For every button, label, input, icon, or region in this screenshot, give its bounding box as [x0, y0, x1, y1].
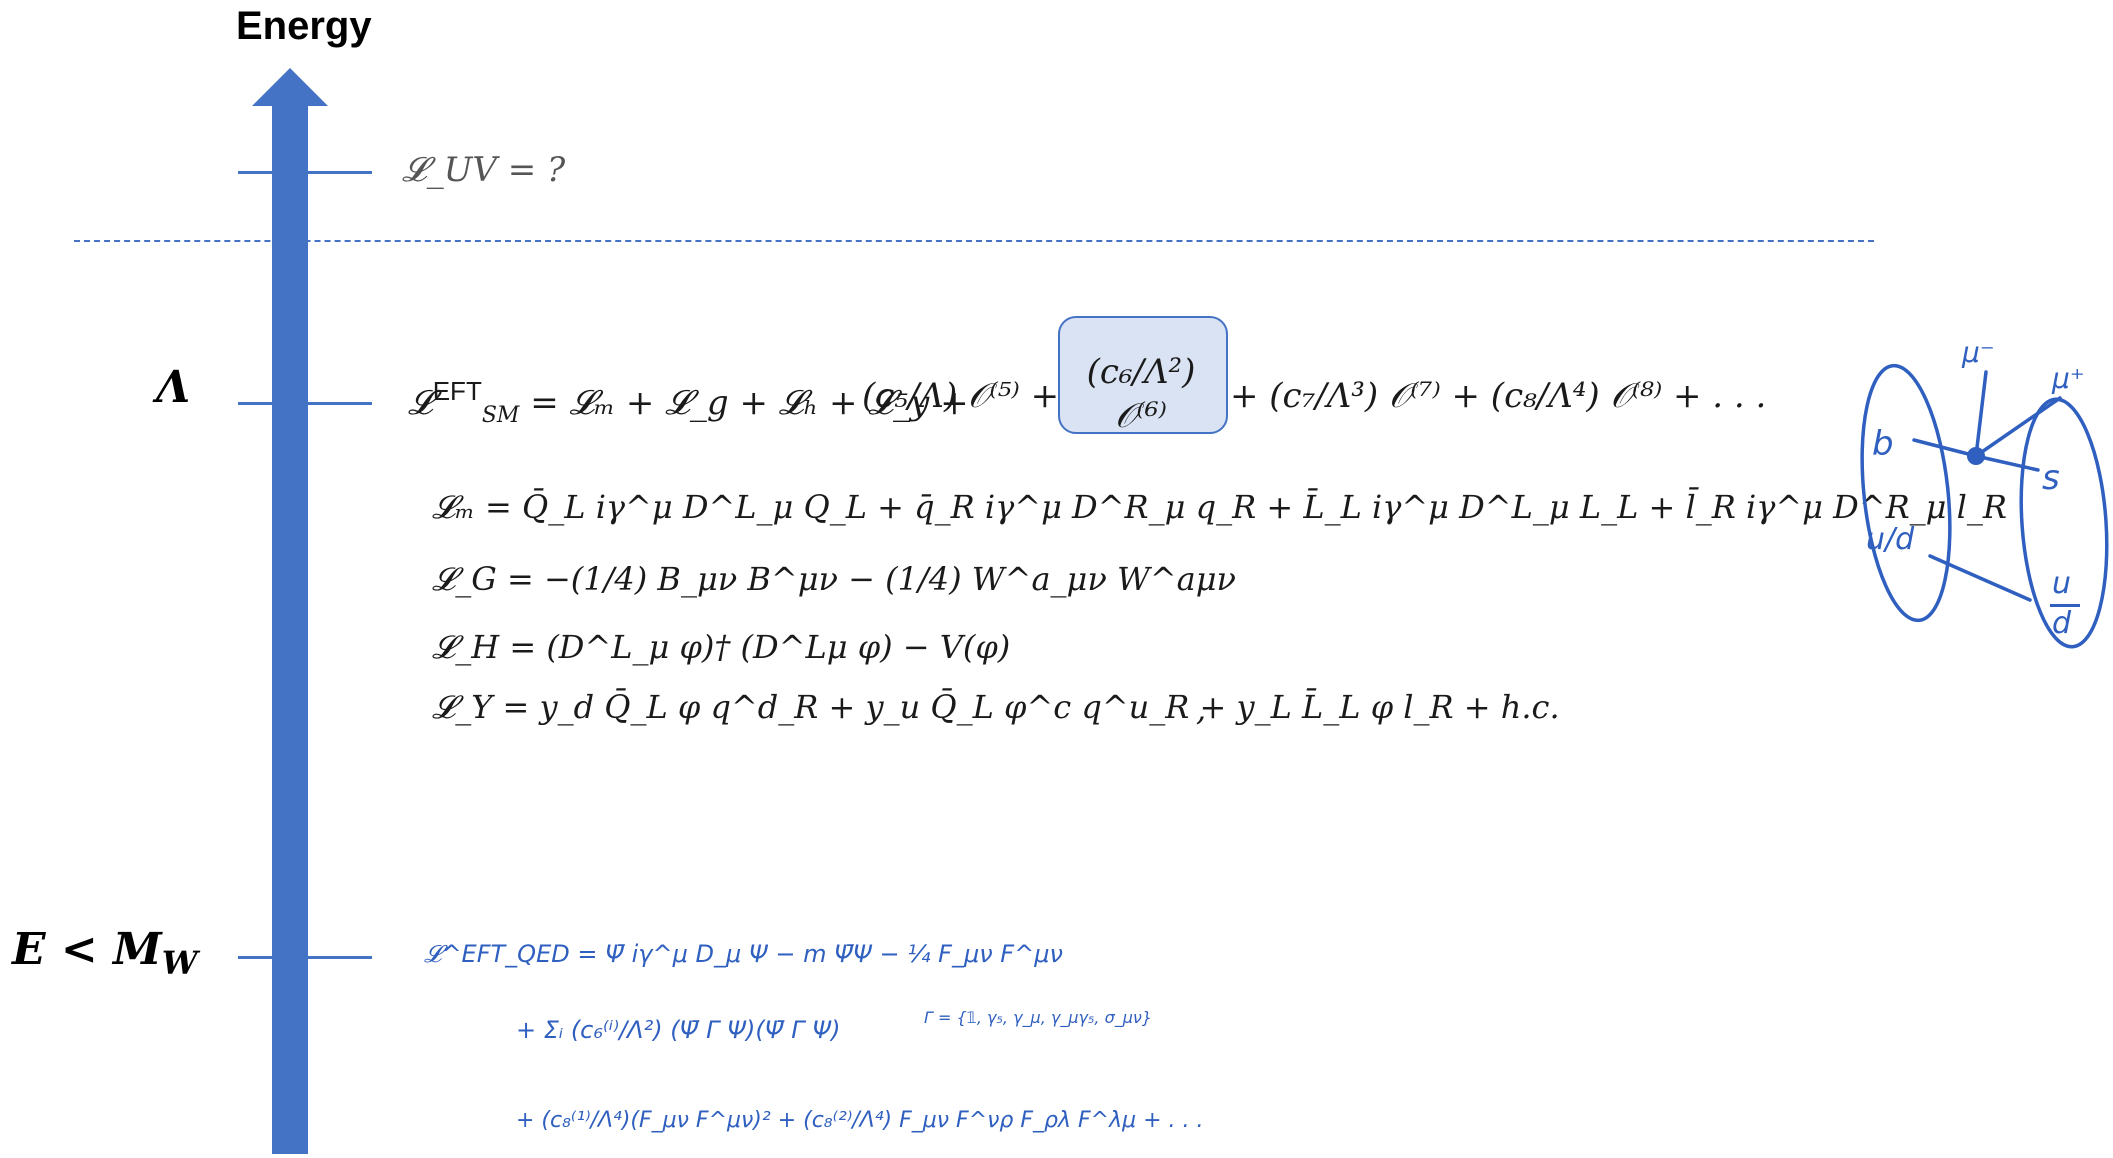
lagrangian-yukawa: 𝓛_Y = y_d Q̄_L φ q^d_R + y_u Q̄_L φ^c q^… — [432, 688, 1560, 726]
label-mu-minus: μ⁻ — [1962, 336, 1995, 369]
qed-eft-line-3: + (c₈⁽¹⁾/Λ⁴)(F_μν F^μν)² + (c₈⁽²⁾/Λ⁴) F_… — [516, 1108, 1204, 1133]
low-energy-label-sub: W — [161, 944, 198, 982]
mu-plus-line — [1974, 396, 2062, 458]
energy-axis-title: Energy — [236, 4, 372, 48]
lagrangian-gauge: 𝓛_G = −(1/4) B_μν B^μν − (1/4) W^a_μν W^… — [432, 560, 1236, 598]
uv-lagrangian: 𝓛_UV = ? — [402, 150, 566, 190]
sm-eft-lagrangian: 𝓛EFTSM = 𝓛ₘ + 𝓛_g + 𝓛ₕ + 𝓛_y + — [408, 376, 969, 428]
energy-arrow-head — [252, 68, 328, 106]
mu-minus-line — [1974, 370, 1988, 458]
b-quark-line — [1912, 438, 1978, 458]
label-u-d-left: u/d — [1866, 522, 1915, 557]
sm-eft-term-dim6: (c₆/Λ²) 𝒪⁽⁶⁾ — [1086, 352, 1196, 436]
sm-eft-term-higher: + (c₇/Λ³) 𝒪⁽⁷⁾ + (c₈/Λ⁴) 𝒪⁽⁸⁾ + . . . — [1230, 376, 1767, 416]
label-s-quark: s — [2042, 458, 2060, 498]
label-mu-plus: μ⁺ — [2052, 362, 2085, 395]
spectator-quark-line — [1928, 554, 2032, 602]
sm-eft-term-dim5: (c₅/Λ) 𝒪⁽⁵⁾ + — [862, 376, 1060, 416]
lagrangian-matter: 𝓛ₘ = Q̄_L iγ^μ D^L_μ Q_L + q̄_R iγ^μ D^R… — [432, 488, 2007, 526]
tick-low-energy — [238, 956, 372, 959]
sm-eft-lhs-subscript: SM — [481, 403, 520, 428]
sm-eft-lhs-superscript: EFT — [432, 376, 482, 406]
lambda-scale-label: Λ — [156, 362, 191, 413]
lagrangian-yukawa-comma: , — [1196, 690, 1207, 728]
initial-meson-ellipse — [1860, 363, 1952, 623]
tick-uv — [238, 171, 372, 174]
tick-lambda — [238, 402, 372, 405]
low-energy-label-main: E < M — [12, 924, 162, 975]
uv-separator-line — [74, 240, 1874, 242]
lagrangian-higgs: 𝓛_H = (D^L_μ φ)† (D^Lμ φ) − V(φ) — [432, 628, 1011, 666]
u-d-fraction-bar — [2050, 604, 2080, 607]
label-d-right: d — [2052, 606, 2072, 641]
label-u-right: u — [2052, 566, 2072, 601]
effective-vertex-dot — [1967, 447, 1985, 465]
energy-arrow-shaft — [272, 104, 308, 1154]
dimension-six-highlight-box — [1058, 316, 1228, 434]
label-b-quark: b — [1872, 424, 1894, 464]
qed-eft-line-1: 𝓛^EFT_QED = Ψ̄ iγ^μ D_μ Ψ − m Ψ̄Ψ − ¼ F_… — [424, 940, 1063, 968]
qed-eft-line-2: + Σᵢ (c₆⁽ⁱ⁾/Λ²) (Ψ̄ Γ Ψ)(Ψ̄ Γ Ψ) — [516, 1016, 841, 1044]
gamma-matrix-set: Γ = {𝟙, γ₅, γ_μ, γ_μγ₅, σ_μν} — [924, 1008, 1153, 1027]
low-energy-scale-label: E < MW — [12, 924, 198, 982]
sm-eft-lhs: 𝓛 — [408, 383, 433, 423]
s-quark-line — [1974, 454, 2040, 472]
sm-eft-rhs-basic: = 𝓛ₘ + 𝓛_g + 𝓛ₕ + 𝓛_y + — [530, 383, 969, 423]
